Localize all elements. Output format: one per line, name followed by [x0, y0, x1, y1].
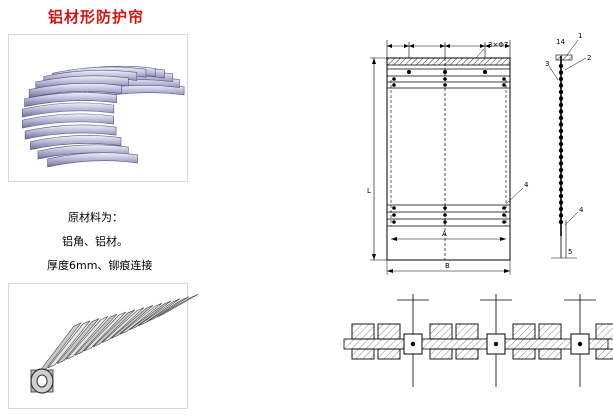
dim-A-label: A: [442, 230, 447, 238]
side-rivet: [558, 128, 564, 134]
side-rivet: [558, 219, 564, 225]
side-label-1: 1: [578, 32, 582, 40]
side-label-2: 2: [587, 54, 591, 62]
side-rivet: [558, 193, 564, 199]
side-rivet: [558, 96, 564, 101]
dim-L-label: L: [367, 187, 371, 195]
curtain-slat: [92, 309, 136, 348]
section-block: [429, 348, 453, 360]
curtain-slat: [155, 294, 199, 318]
side-label-14: 14: [556, 38, 565, 46]
page-title: 铝材形防护帘: [48, 8, 145, 26]
curtain-slat: [83, 311, 127, 352]
curtain-slat: [65, 316, 109, 360]
curtain-slat: [128, 300, 172, 331]
side-rivet: [558, 154, 564, 160]
side-label-bottom: 5: [568, 248, 572, 256]
section-block: [512, 348, 536, 360]
section-block: [351, 323, 375, 340]
section-block: [351, 348, 375, 360]
curtain-slat: [47, 152, 138, 168]
curtain-slat: [74, 313, 118, 356]
curtain-slat: [21, 102, 115, 118]
side-rivet: [558, 89, 564, 95]
section-block: [455, 323, 479, 340]
section-block: [455, 348, 479, 360]
side-rivet: [558, 63, 564, 69]
curtain-slat: [47, 320, 91, 369]
material-description-thickness: 厚度6mm、铆痕连接: [47, 259, 153, 272]
curtain-slat: [110, 305, 154, 339]
side-rivet: [558, 180, 564, 186]
section-block: [538, 348, 562, 360]
hole-spec-label: 3×Φ7: [488, 41, 508, 49]
side-rivet: [558, 109, 564, 114]
side-rivet: [558, 102, 564, 108]
section-block: [595, 348, 613, 360]
section-block: [377, 348, 401, 360]
side-rivet: [558, 76, 564, 82]
side-rivet: [558, 83, 564, 88]
side-rivet: [558, 115, 564, 121]
curtain-slat: [119, 302, 163, 335]
side-rivet: [558, 70, 564, 75]
side-label-4: 4: [579, 206, 584, 214]
side-rivet: [558, 161, 564, 166]
curtain-slat: [30, 135, 122, 151]
rivet-dots: [392, 70, 506, 224]
rolled-curtain-photo: [8, 283, 199, 409]
curtain-slat: [24, 124, 117, 140]
cross-section-view: [343, 294, 613, 387]
side-rivet: [558, 213, 564, 218]
material-description-title: 原材料为：: [68, 211, 123, 224]
curtain-slat: [101, 307, 145, 343]
side-rivet: [558, 187, 564, 192]
curtain-slat: [146, 296, 190, 322]
curtain-slat: [56, 318, 100, 364]
side-rivet: [558, 122, 564, 127]
section-block: [538, 323, 562, 340]
side-label-3: 3: [545, 60, 549, 68]
side-rivet: [558, 148, 564, 153]
side-rivet: [558, 167, 564, 173]
material-description-material: 铝角、铝材。: [62, 235, 128, 248]
curtain-slat: [22, 113, 114, 129]
curtain-slat: [28, 83, 122, 98]
dim-B-label: B: [445, 262, 450, 270]
section-block: [429, 323, 453, 340]
curved-curtain-photo: [8, 34, 188, 182]
side-rivet: [558, 200, 564, 205]
side-rivet: [558, 141, 564, 147]
curtain-slat: [24, 92, 117, 108]
top-mounting-bar: [386, 57, 511, 66]
section-block: [595, 323, 613, 340]
section-block: [512, 323, 536, 340]
side-rivet: [558, 135, 564, 140]
section-block: [377, 323, 401, 340]
side-rivet: [558, 174, 564, 179]
callout-4-label: 4: [524, 181, 529, 189]
side-rivet: [558, 206, 564, 212]
curtain-slat: [137, 298, 181, 327]
